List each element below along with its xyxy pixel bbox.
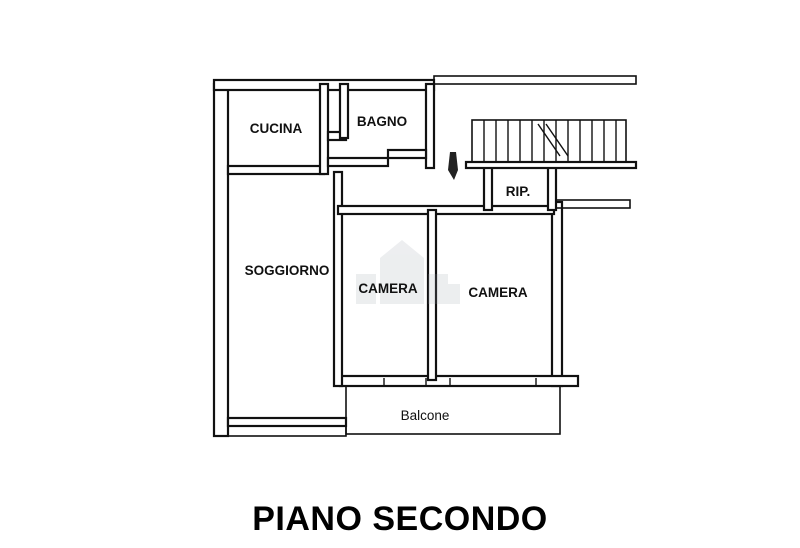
room-label-balcone: Balcone	[401, 408, 450, 423]
room-label-ripostiglio: RIP.	[506, 184, 531, 199]
balcony-rail	[383, 378, 537, 386]
entry-icon	[448, 152, 458, 180]
room-label-camera-2: CAMERA	[468, 285, 527, 300]
watermark-logo	[356, 240, 460, 304]
room-label-bagno: BAGNO	[357, 114, 407, 129]
internal-walls	[226, 82, 638, 388]
room-label-soggiorno: SOGGIORNO	[245, 263, 330, 278]
room-label-cucina: CUCINA	[250, 121, 303, 136]
floor-title: PIANO SECONDO	[252, 500, 548, 538]
staircase	[471, 119, 627, 163]
room-label-camera-1: CAMERA	[358, 281, 417, 296]
